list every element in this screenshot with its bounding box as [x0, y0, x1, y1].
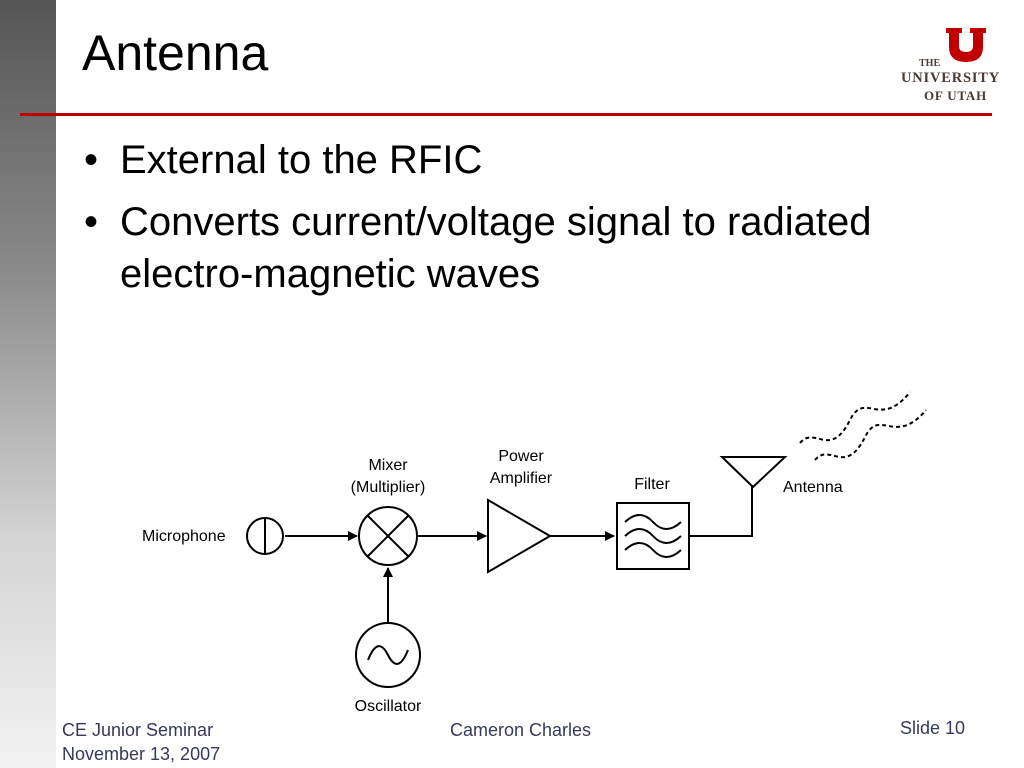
title-divider [20, 113, 992, 116]
amplifier-label-line2: Amplifier [490, 470, 553, 487]
radiated-waves-icon [799, 391, 927, 461]
microphone-icon [246, 517, 284, 555]
amplifier-label-line1: Power [498, 448, 544, 465]
filter-label: Filter [634, 476, 670, 493]
oscillator-label: Oscillator [355, 698, 422, 715]
university-logo: THE UNIVERSITY OF UTAH [896, 24, 1016, 106]
logo-text-university: UNIVERSITY [901, 70, 1001, 86]
antenna-feed-line [689, 485, 753, 537]
bullet-item: • External to the RFIC [84, 134, 994, 186]
antenna-label: Antenna [783, 479, 843, 496]
footer-course: CE Junior Seminar [62, 720, 214, 740]
bullet-marker: • [84, 138, 99, 182]
oscillator-icon [355, 622, 421, 688]
side-gradient-bar [0, 0, 56, 768]
bullet-marker: • [84, 200, 99, 244]
amplifier-icon [487, 498, 552, 574]
bullet-item: • Converts current/voltage signal to rad… [84, 196, 994, 300]
footer-author: Cameron Charles [450, 720, 592, 740]
bullet-text: External to the RFIC [120, 138, 483, 182]
filter-icon [616, 502, 690, 570]
transmitter-block-diagram: Microphone Mixer (Multiplier) Power Ampl… [142, 391, 927, 715]
footer-date: November 13, 2007 [62, 744, 221, 764]
slide-title: Antenna [82, 25, 269, 81]
block-u-icon [946, 28, 986, 62]
mixer-label-line2: (Multiplier) [351, 479, 426, 496]
mixer-icon [358, 506, 418, 566]
logo-text-the: THE [919, 58, 941, 69]
bullet-text: Converts current/voltage signal to radia… [120, 200, 872, 296]
antenna-icon [719, 456, 788, 489]
microphone-label: Microphone [142, 528, 226, 545]
bullet-list: • External to the RFIC • Converts curren… [84, 134, 994, 310]
slide-number: Slide 10 [900, 718, 966, 738]
footer-course-info: CE Junior Seminar November 13, 2007 [62, 718, 220, 766]
mixer-label-line1: Mixer [368, 457, 408, 474]
logo-text-of-utah: OF UTAH [924, 88, 988, 103]
